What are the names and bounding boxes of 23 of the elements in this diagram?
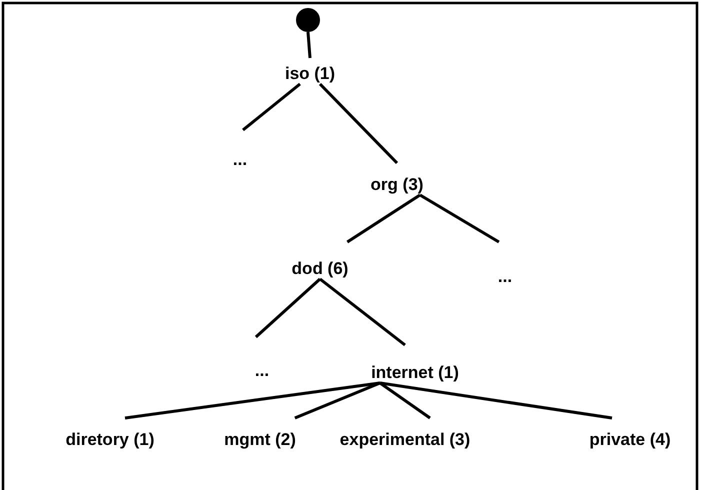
node-label: ... bbox=[254, 361, 270, 381]
tree-line bbox=[306, 32, 312, 58]
tree-line bbox=[346, 194, 421, 244]
node-label: private (4) bbox=[589, 430, 671, 450]
node-label: experimental (3) bbox=[340, 430, 470, 450]
tree-line bbox=[379, 382, 431, 420]
node-label: ... bbox=[232, 150, 248, 170]
tree-line bbox=[124, 382, 380, 420]
root-dot bbox=[296, 8, 320, 32]
tree-line bbox=[294, 382, 381, 420]
tree-line bbox=[380, 382, 612, 420]
node-label: internet (1) bbox=[371, 363, 459, 383]
node-label: dod (6) bbox=[292, 259, 348, 279]
node-label: diretory (1) bbox=[66, 430, 154, 450]
node-label: ... bbox=[498, 267, 512, 287]
node-label: iso (1) bbox=[284, 64, 336, 84]
tree-line bbox=[254, 278, 321, 338]
tree-line bbox=[242, 82, 301, 132]
node-label: org (3) bbox=[370, 175, 424, 195]
tree-line bbox=[318, 82, 398, 164]
tree-line bbox=[319, 278, 406, 346]
tree-line bbox=[419, 194, 500, 244]
node-label: mgmt (2) bbox=[224, 430, 296, 450]
